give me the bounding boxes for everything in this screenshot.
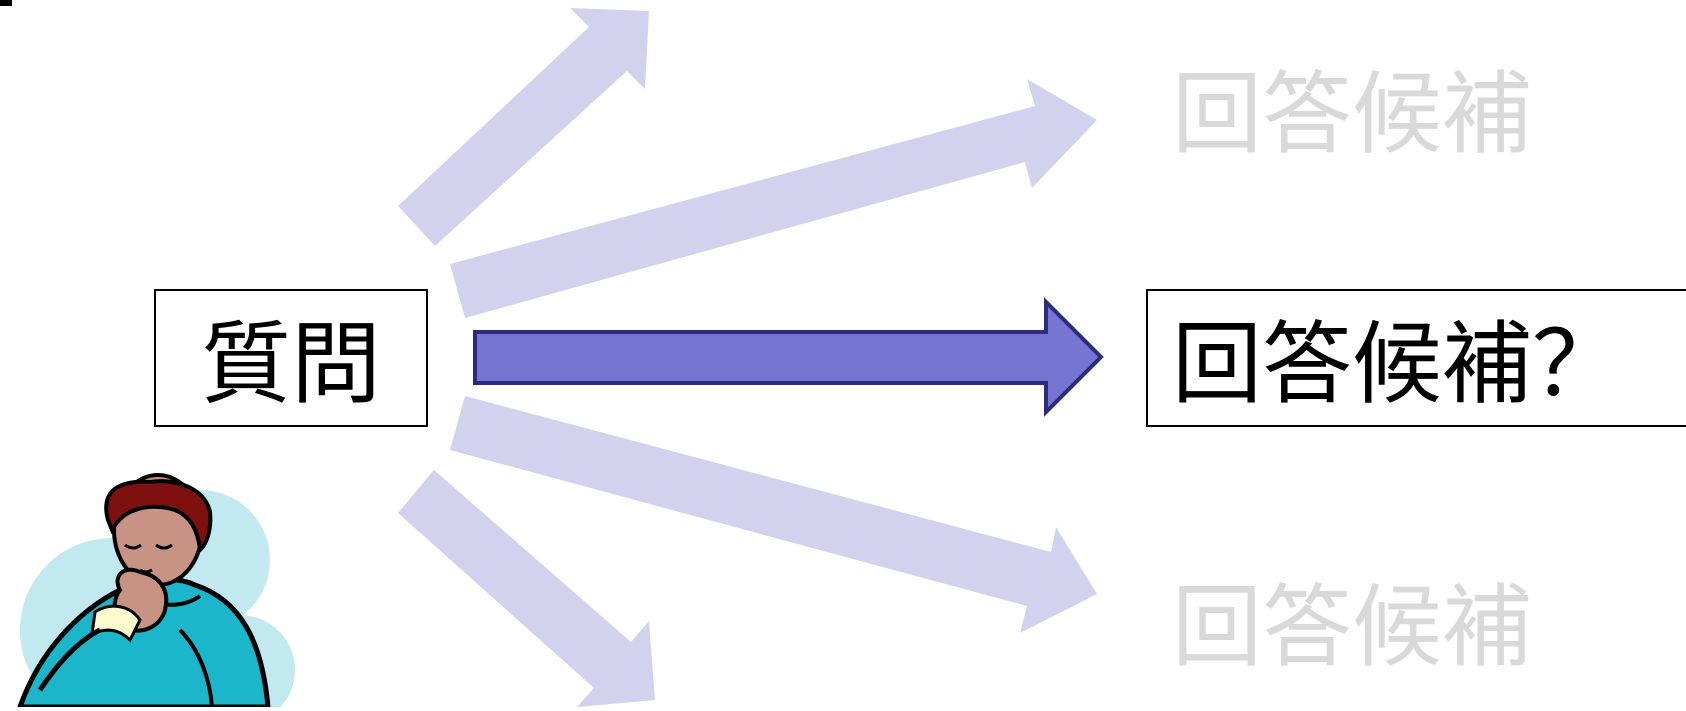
faded-arrow-down-steep [398, 470, 655, 707]
thinking-person-icon [16, 473, 295, 711]
question-box [154, 289, 428, 427]
faded-arrow-up [450, 79, 1097, 318]
faded-arrow-down [450, 396, 1097, 633]
question-label: 質問 [201, 312, 381, 417]
slide-bullet-fragment [0, 0, 12, 6]
faded-candidate-label-bottom: 回答候補 [1172, 575, 1532, 680]
faded-arrow-up-steep [398, 8, 649, 246]
faded-candidate-label-top: 回答候補 [1172, 62, 1532, 167]
selected-candidate-label: 回答候補？ [1172, 312, 1622, 417]
main-arrow [473, 297, 1104, 417]
selected-candidate-box [1146, 289, 1686, 427]
